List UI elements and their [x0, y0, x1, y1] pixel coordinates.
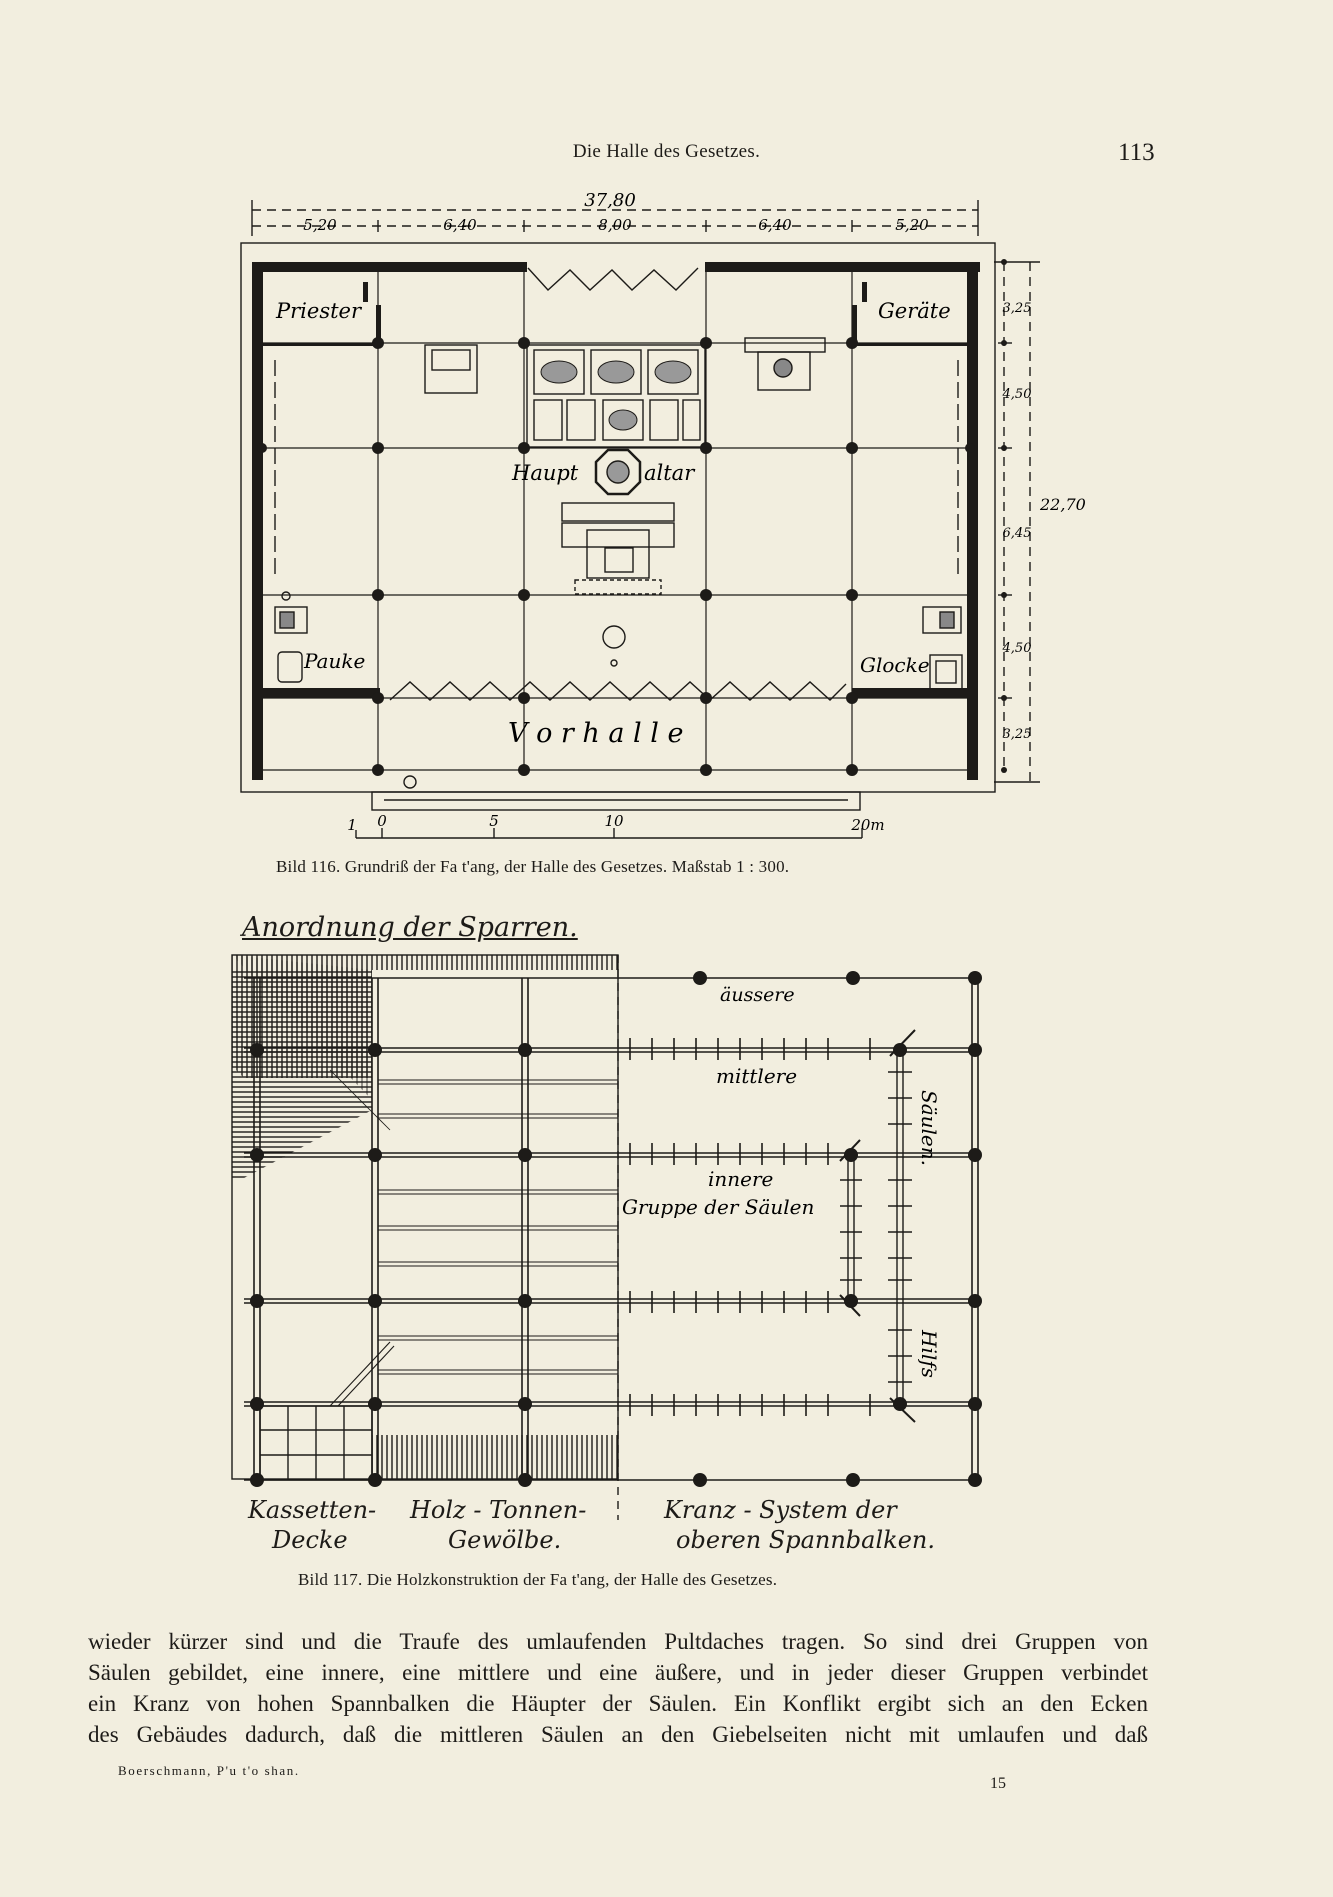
- priest-table: [424, 344, 478, 394]
- footer-signature: Boerschmann, P'u t'o shan.: [118, 1763, 300, 1778]
- dim-right-3: 6,45: [1003, 526, 1032, 541]
- caption-bild-116: Bild 116. Grundriß der Fa t'ang, der Hal…: [276, 857, 790, 876]
- label-kranz-2: oberen Spannbalken.: [676, 1526, 935, 1554]
- scale-label-5: 5: [489, 812, 499, 830]
- body-line-2: Säulen gebildet, eine innere, eine mittl…: [88, 1660, 1148, 1685]
- platform-outline: [240, 242, 996, 793]
- structure-column-dots: [250, 971, 982, 1487]
- dim-bay-2: 6,40: [443, 216, 477, 234]
- heavy-walls: [252, 262, 980, 780]
- label-pauke: Pauke: [303, 649, 365, 673]
- label-gruppe: Gruppe der Säulen: [622, 1195, 814, 1219]
- dim-right-4: 4,50: [1002, 641, 1032, 656]
- scale-label-1: 1: [347, 816, 357, 834]
- dim-total: 37,80: [584, 190, 636, 211]
- floor-plan-figure: 37,80 5,20 6,40 8,00 6,40 5,20 3,25 4,50…: [240, 190, 1086, 839]
- bell-stand: [922, 606, 962, 634]
- timber-structure-figure: äussere mittlere innere Gruppe der Säule…: [231, 954, 982, 1520]
- dim-bay-1: 5,20: [303, 216, 337, 234]
- label-hilfs: Hilfs: [917, 1329, 941, 1378]
- main-altar-base: [526, 344, 706, 448]
- page-number: 113: [1118, 139, 1155, 166]
- dim-right-2: 4,50: [1002, 387, 1032, 402]
- body-text: wieder kürzer sind und die Traufe des um…: [88, 1626, 1148, 1750]
- column-dots: [257, 259, 1007, 776]
- dim-right-total: 22,70: [1039, 495, 1086, 514]
- title-sparren: Anordnung der Sparren.: [242, 912, 578, 943]
- label-kassetten-1: Kassetten-: [248, 1496, 377, 1524]
- scale-label-0: 0: [377, 812, 387, 830]
- label-mittlere: mittlere: [716, 1064, 797, 1088]
- rafters-bottom: [372, 1435, 618, 1479]
- label-aeussere: äussere: [720, 984, 795, 1006]
- label-glocke: Glocke: [860, 653, 930, 677]
- scale-label-10: 10: [604, 812, 624, 830]
- label-saeulen-vertical: Säulen.: [917, 1090, 941, 1166]
- scale-label-20m: 20m: [850, 816, 884, 834]
- caption-bild-117: Bild 117. Die Holzkonstruktion der Fa t'…: [298, 1570, 778, 1589]
- label-holz-1: Holz - Tonnen-: [410, 1496, 587, 1524]
- label-innere: innere: [708, 1167, 773, 1191]
- label-geraete: Geräte: [878, 299, 951, 323]
- dim-right-5: 3,25: [1003, 727, 1032, 742]
- dim-bay-4: 6,40: [758, 216, 792, 234]
- dim-right-1: 3,25: [1003, 301, 1032, 316]
- label-altar: altar: [644, 461, 696, 485]
- label-holz-2: Gewölbe.: [448, 1526, 562, 1554]
- dim-bay-3: 8,00: [598, 216, 632, 234]
- label-vorhalle: V o r h a l l e: [508, 718, 683, 749]
- tie-beam-ticks: [629, 1038, 912, 1416]
- drum-stand: [274, 606, 308, 634]
- dim-bay-5: 5,20: [895, 216, 929, 234]
- footer-sheet-number: 15: [990, 1775, 1006, 1792]
- label-kassetten-2: Decke: [272, 1526, 348, 1554]
- octagon-altar: [594, 448, 642, 496]
- body-line-4: des Gebäudes dadurch, daß die mittleren …: [88, 1722, 1148, 1747]
- body-line-1: wieder kürzer sind und die Traufe des um…: [88, 1629, 1148, 1654]
- label-haupt: Haupt: [511, 461, 579, 485]
- label-priester: Priester: [275, 299, 363, 323]
- body-line-3: ein Kranz von hohen Spannbalken die Häup…: [88, 1691, 1148, 1716]
- label-kranz-1: Kranz - System der: [664, 1496, 897, 1524]
- running-head: Die Halle des Gesetzes.: [572, 141, 761, 162]
